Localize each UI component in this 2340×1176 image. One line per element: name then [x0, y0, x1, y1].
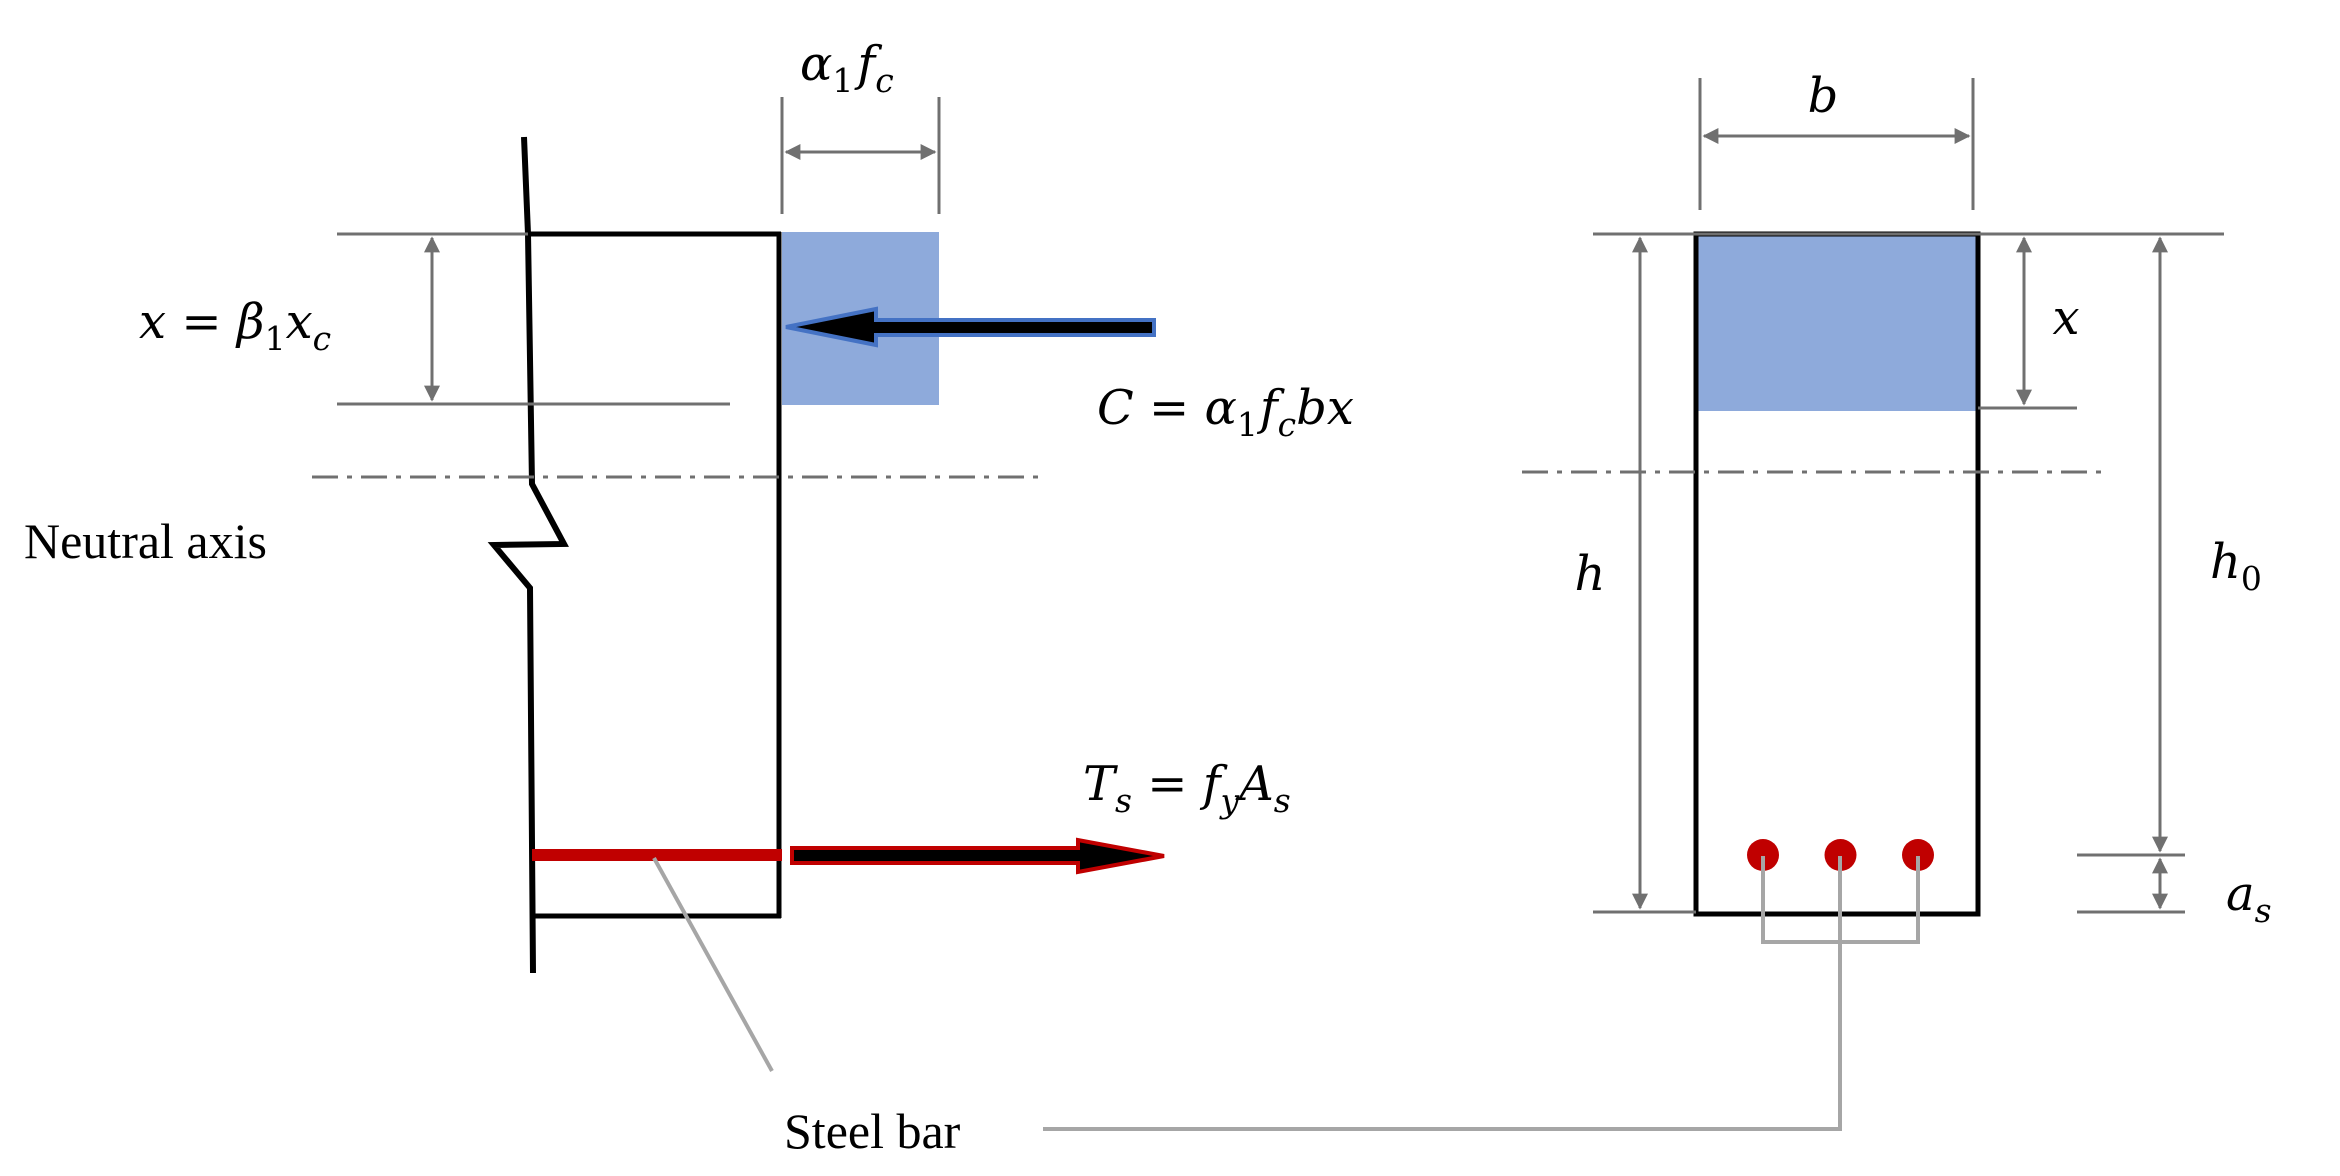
cross-section — [1693, 231, 1981, 917]
break-line — [487, 136, 569, 974]
steel-bar-leaders — [652, 856, 1920, 1131]
section-width-label: b — [1808, 68, 1839, 124]
neutral-axis-label: Neutral axis — [24, 513, 267, 569]
cover-label: as — [2226, 866, 2272, 930]
section-stress-block — [1696, 234, 1978, 411]
left-beam-elevation — [487, 136, 782, 974]
compression-force-label: C = α1fcbx — [1097, 380, 1354, 444]
stress-width-dimension — [780, 97, 941, 214]
steel-bar-dot — [1902, 839, 1934, 871]
effective-depth-label: h0 — [2210, 534, 2262, 598]
tension-force-label: Ts = fyAs — [1083, 756, 1291, 820]
stress-depth-dimension — [337, 232, 730, 406]
steel-bar-dot — [1747, 839, 1779, 871]
section-steel-bars — [1747, 839, 1934, 871]
section-compression-depth-label: x — [2052, 290, 2079, 346]
steel-bar-dot — [1824, 839, 1857, 871]
section-width-dimension — [1698, 78, 1975, 210]
compression-force-arrow — [785, 306, 1156, 348]
stress-depth-label: x = β1xc — [139, 294, 331, 358]
tension-force-arrow — [790, 837, 1165, 875]
steel-bar-label: Steel bar — [784, 1103, 961, 1159]
stress-width-label: α1fc — [800, 36, 894, 100]
section-height-label: h — [1575, 546, 1606, 602]
